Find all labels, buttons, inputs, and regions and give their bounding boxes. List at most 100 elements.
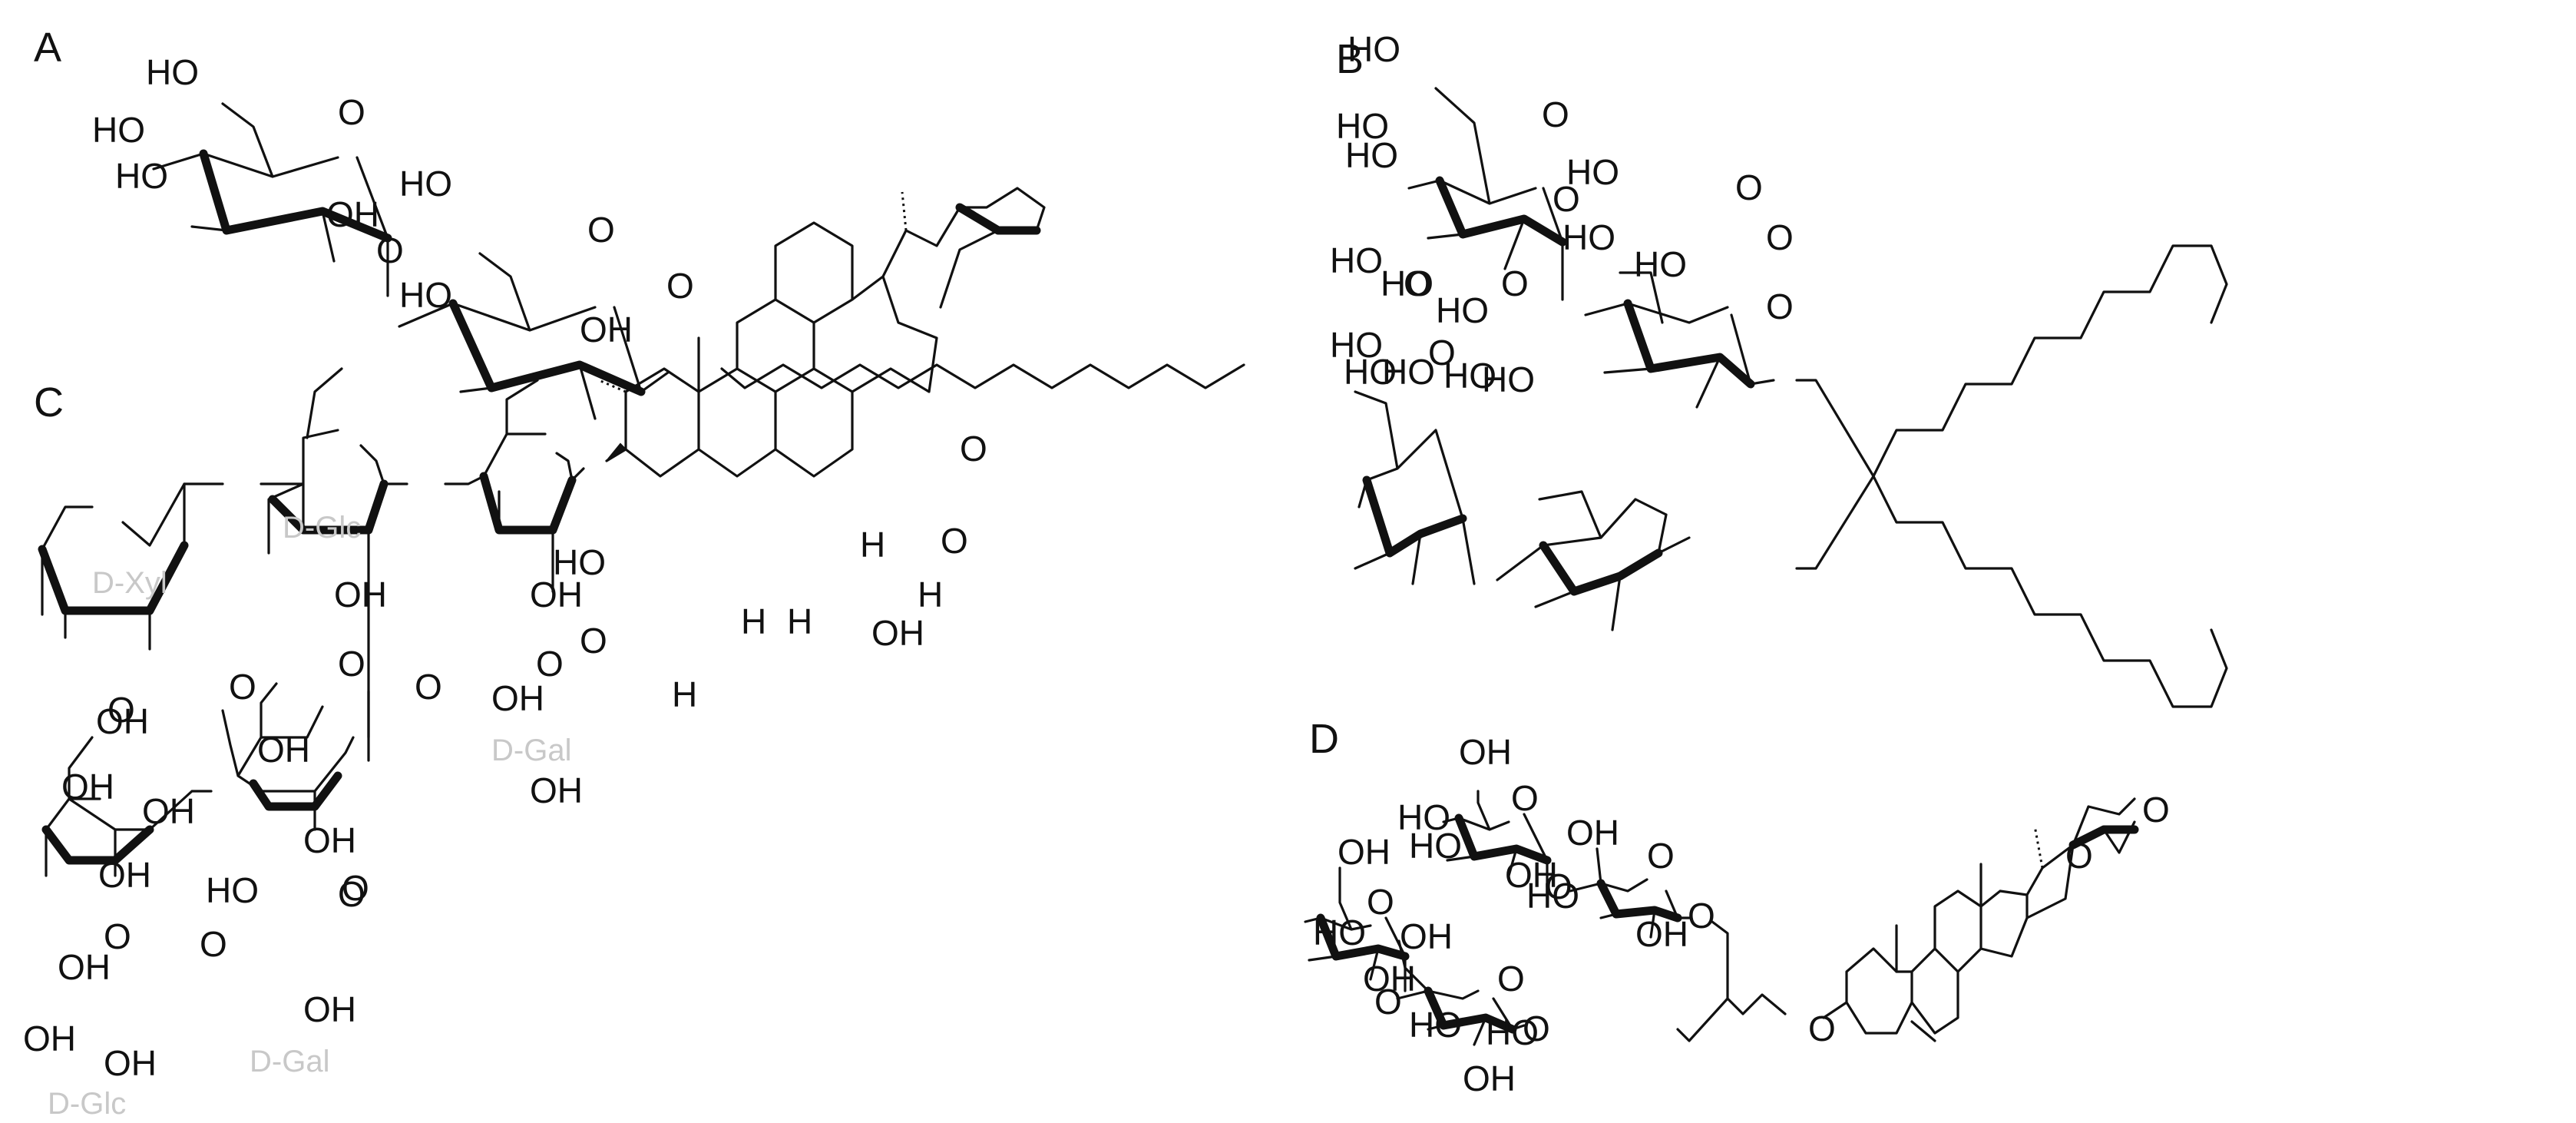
panel-a-maltoside: A HO HO HO OH O HO O O HO OH O	[34, 25, 1245, 420]
atom-label: HO	[399, 275, 452, 315]
atom-label: OH	[23, 1019, 76, 1058]
atom-label: OH	[1635, 914, 1688, 954]
atom-label: OH	[871, 613, 924, 653]
atom-label: OH	[530, 770, 583, 810]
atom-label: O	[1545, 866, 1572, 906]
sugar-label-gal-right: D-Gal	[491, 734, 571, 767]
atom-label: OH	[1566, 813, 1619, 853]
atom-label: OH	[1459, 732, 1512, 772]
atom-label: OH	[142, 791, 195, 831]
atom-label: OH	[303, 989, 356, 1029]
atom-label: OH	[1505, 855, 1558, 895]
panel-d-saponin-mimic: D OH HO HO OH O OH HO HO OH O OH HO OH O…	[1304, 716, 2170, 1098]
atom-label: O	[1542, 94, 1569, 134]
atom-label: O	[415, 667, 442, 707]
atom-label: HO	[1634, 244, 1687, 284]
atom-label: O	[1688, 896, 1715, 936]
atom-label: HO	[1330, 240, 1383, 280]
atom-label: HO	[1336, 106, 1389, 146]
atom-label: OH	[1463, 1058, 1516, 1098]
atom-label: O	[229, 667, 256, 707]
atom-label: HO	[146, 52, 199, 92]
atom-label: HO	[553, 542, 606, 582]
atom-label: O	[960, 429, 987, 469]
sugar-label-xyl: D-Xyl	[92, 566, 167, 600]
atom-label: H	[918, 575, 943, 615]
atom-label: O	[1553, 179, 1580, 219]
atom-label: HO	[1526, 876, 1579, 916]
atom-label: O	[338, 92, 365, 132]
atom-label: H	[672, 674, 697, 714]
panel-c-saponin: C D-Xyl D-Glc D-Gal D-Gal D-Glc O OH OH …	[23, 187, 1046, 1121]
atom-label: OH	[491, 678, 544, 718]
atom-label: O	[342, 868, 369, 908]
atom-label: HO	[1382, 352, 1435, 392]
atom-label: OH	[58, 947, 111, 987]
atom-label: OH	[326, 194, 379, 234]
atom-label: HO	[1409, 826, 1462, 866]
atom-label: O	[1428, 333, 1456, 373]
atom-label: OH	[1400, 916, 1453, 956]
atom-label: HO	[1566, 152, 1619, 192]
atom-label: OH	[104, 1043, 157, 1083]
atom-label: OH	[303, 820, 356, 860]
atom-label: O	[1367, 882, 1394, 922]
atom-label: HO	[92, 110, 145, 150]
atom-label: HO	[1348, 29, 1400, 69]
atom-label: HO	[115, 156, 168, 196]
atom-label: OH	[96, 701, 149, 741]
atom-label: HO	[1397, 797, 1450, 837]
atom-label: O	[1404, 263, 1431, 303]
atom-label: H	[787, 601, 812, 641]
atom-label: OH	[1363, 959, 1416, 999]
atom-label: O	[1735, 167, 1763, 207]
atom-label: O	[1501, 263, 1529, 303]
atom-label: HO	[1313, 913, 1366, 952]
atom-label: OH	[530, 575, 583, 615]
atom-label: OH	[61, 767, 114, 807]
atom-label: O	[1523, 1009, 1550, 1048]
atom-label: O	[941, 521, 968, 561]
atom-label: O	[1766, 217, 1794, 257]
sugar-label-glc-bottom: D-Glc	[48, 1087, 126, 1121]
panel-b-branched-maltoside: B HO HO HO HO O O HO O HO HO O HO HO HO …	[1330, 29, 2228, 708]
sugar-label-gal-bottom: D-Gal	[250, 1045, 329, 1078]
sugar-label-glc-top: D-Glc	[283, 511, 361, 545]
atom-label: HO	[1409, 1005, 1462, 1045]
atom-label: OH	[257, 730, 310, 770]
panel-label-a: A	[34, 25, 61, 71]
atom-label: HO	[1436, 290, 1489, 330]
atom-label: H	[741, 601, 766, 641]
atom-label: OH	[334, 575, 387, 615]
atom-label: O	[200, 924, 227, 964]
panel-label-c: C	[34, 379, 64, 426]
atom-label: O	[338, 644, 365, 684]
panel-label-b: B	[1336, 36, 1364, 82]
atom-label: O	[1647, 836, 1675, 876]
atom-label: HO	[206, 870, 259, 910]
atom-label: O	[587, 210, 615, 250]
atom-label: HO	[1381, 263, 1433, 303]
atom-label: O	[107, 690, 135, 730]
atom-label: HO	[1482, 359, 1535, 399]
atom-label: OH	[98, 855, 151, 895]
atom-label: O	[1808, 1009, 1836, 1048]
atom-label: O	[536, 644, 564, 684]
atom-label: O	[666, 266, 694, 306]
atom-label: HO	[1562, 217, 1615, 257]
atom-label: O	[1766, 287, 1794, 326]
atom-label: H	[860, 525, 885, 565]
atom-label: HO	[399, 164, 452, 204]
atom-label: O	[104, 916, 131, 956]
atom-label: O	[580, 621, 607, 661]
atom-label: HO	[1486, 1012, 1539, 1052]
panel-label-d: D	[1309, 716, 1339, 762]
atom-label: O	[2142, 790, 2170, 830]
atom-label: O	[1497, 959, 1525, 999]
atom-label: HO	[1330, 325, 1383, 365]
atom-label: OH	[1338, 832, 1391, 872]
atom-label: O	[1374, 982, 1402, 1022]
atom-label: O	[338, 874, 365, 914]
atom-label: O	[376, 230, 404, 270]
